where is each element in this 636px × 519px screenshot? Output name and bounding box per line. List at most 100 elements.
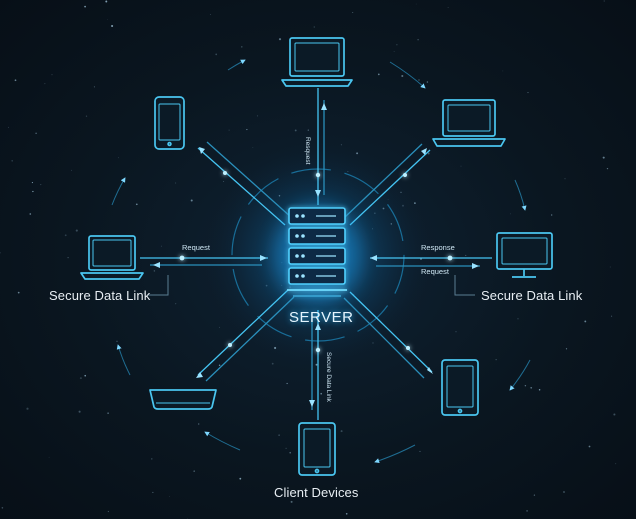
star — [107, 412, 109, 414]
signal-dots — [179, 171, 453, 353]
star — [218, 364, 221, 366]
link-bottom-right — [349, 291, 433, 373]
star — [530, 386, 533, 389]
star — [198, 423, 200, 425]
star — [116, 340, 118, 342]
star — [252, 147, 254, 148]
star — [190, 199, 193, 202]
star — [393, 51, 395, 52]
star — [26, 407, 29, 410]
star — [105, 0, 108, 3]
star — [603, 0, 605, 2]
star — [246, 129, 248, 131]
star — [35, 132, 37, 134]
link-top-left-return — [206, 141, 293, 219]
star — [143, 292, 145, 295]
secure-data-link-bottom-label: Secure Data Link — [325, 352, 332, 402]
star — [106, 19, 108, 20]
star — [565, 348, 568, 350]
flow-arrows — [153, 103, 479, 407]
star — [111, 24, 114, 28]
star — [84, 374, 86, 377]
link-bottom-left-return — [205, 296, 295, 382]
secure-data-link-right-label: Secure Data Link — [481, 288, 583, 303]
star — [219, 326, 220, 328]
star — [215, 53, 218, 56]
star — [609, 266, 611, 268]
client-devices-label: Client Devices — [274, 485, 359, 500]
star — [290, 500, 293, 503]
star — [93, 86, 95, 88]
star — [278, 434, 280, 436]
phone-top-left-icon — [154, 96, 185, 150]
link-top-right — [349, 149, 431, 226]
star — [14, 79, 17, 82]
star — [401, 74, 404, 78]
link-top-right-return — [343, 143, 423, 219]
star — [377, 73, 380, 76]
star — [417, 39, 419, 41]
star — [285, 447, 287, 450]
server-icon — [287, 207, 347, 297]
star — [335, 489, 337, 490]
star — [427, 152, 430, 155]
star — [75, 229, 78, 232]
star — [584, 320, 587, 323]
star — [426, 81, 429, 83]
star — [294, 129, 297, 132]
request-left-label: Request — [182, 243, 210, 252]
star — [48, 456, 50, 458]
star — [526, 509, 529, 512]
star — [289, 451, 291, 454]
laptop-top-right-icon — [432, 99, 506, 147]
secure-data-link-left-label: Secure Data Link — [49, 288, 151, 303]
star — [85, 115, 88, 117]
response-right-label: Response — [421, 243, 455, 252]
laptop-top-icon — [281, 37, 353, 87]
star — [415, 3, 417, 5]
star — [510, 213, 511, 215]
star — [313, 26, 315, 28]
star — [465, 254, 467, 256]
star — [11, 160, 13, 162]
star — [209, 13, 211, 15]
star — [44, 83, 46, 85]
star — [241, 46, 243, 48]
star — [286, 382, 288, 385]
star — [78, 410, 81, 413]
star — [228, 129, 230, 131]
star — [551, 214, 553, 216]
star — [256, 115, 259, 117]
tablet-bottom-right-icon — [441, 359, 479, 416]
star — [71, 169, 73, 171]
star — [17, 291, 20, 294]
star — [527, 92, 529, 94]
star — [32, 190, 34, 193]
star — [455, 331, 457, 333]
star — [153, 270, 156, 272]
star — [611, 315, 613, 317]
star — [1, 507, 4, 509]
link-bottom-left — [197, 289, 289, 376]
star — [175, 303, 177, 305]
star — [152, 491, 154, 493]
star — [29, 213, 32, 215]
star — [40, 184, 42, 186]
laptop-left-icon — [80, 235, 144, 280]
star — [239, 477, 242, 480]
star — [606, 167, 609, 170]
star — [175, 182, 177, 184]
star — [151, 458, 153, 460]
star — [51, 74, 53, 76]
star — [8, 126, 9, 128]
connection-lines — [140, 88, 492, 420]
star — [64, 234, 67, 237]
monitor-right-icon — [496, 232, 553, 278]
star — [419, 450, 421, 452]
left-label-connector — [148, 275, 169, 296]
star — [517, 318, 519, 320]
star — [588, 445, 591, 448]
star — [345, 512, 348, 515]
